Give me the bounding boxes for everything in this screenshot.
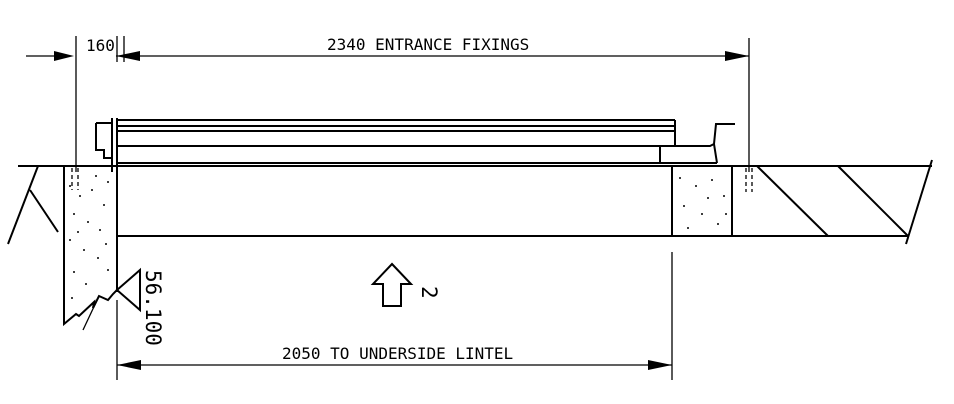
left-fixing	[71, 168, 79, 190]
right-wall-fill-dots	[679, 177, 727, 229]
entrance-fixings-label: 2340 ENTRANCE FIXINGS	[327, 35, 529, 54]
dimension-160: 160	[26, 36, 125, 172]
right-hatch	[756, 159, 933, 245]
floor-slab	[18, 165, 932, 237]
entrance-mat-frame	[95, 118, 735, 172]
underside-lintel-label: 2050 TO UNDERSIDE LINTEL	[282, 344, 513, 363]
left-hatch	[7, 165, 59, 245]
level-label: 56.100	[141, 270, 165, 346]
direction-label: 2	[417, 286, 441, 299]
level-marker: 56.100	[115, 267, 165, 346]
dimension-underside-lintel: 2050 TO UNDERSIDE LINTEL	[116, 252, 673, 380]
left-wall-fill-dots	[69, 175, 109, 299]
dimension-160-label: 160	[86, 36, 115, 55]
left-wall	[63, 166, 118, 331]
dimension-entrance-fixings: 2340 ENTRANCE FIXINGS	[116, 35, 750, 172]
right-wall	[671, 159, 933, 245]
right-fixing	[745, 168, 753, 192]
direction-arrow-icon: 2	[370, 262, 441, 307]
